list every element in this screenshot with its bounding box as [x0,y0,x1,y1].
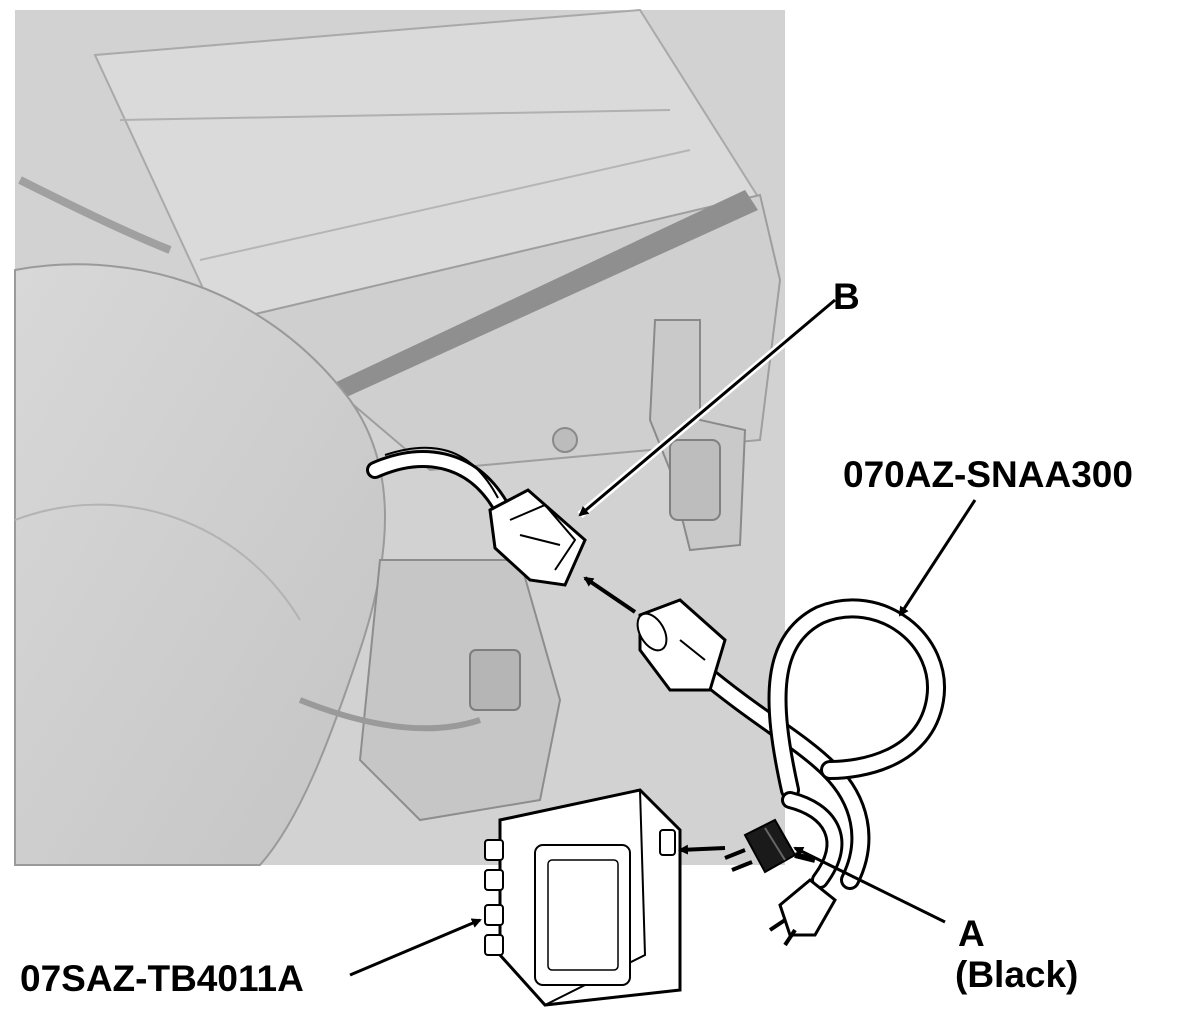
callout-arrows [349,296,977,977]
label-extension-cord: 070AZ-SNAA300 [843,454,1133,495]
label-tester-box: 07SAZ-TB4011A [20,958,304,999]
extension-cord [636,598,946,890]
connector-b [488,488,587,587]
tester-box [484,788,682,1007]
label-plug-a: A [958,913,985,954]
plug-a [724,818,816,874]
label-connector-b: B [833,276,860,317]
seat-harness [366,446,509,514]
vehicle-background [14,8,785,866]
label-plug-a-color: (Black) [955,954,1079,995]
wall-plug [768,878,837,947]
